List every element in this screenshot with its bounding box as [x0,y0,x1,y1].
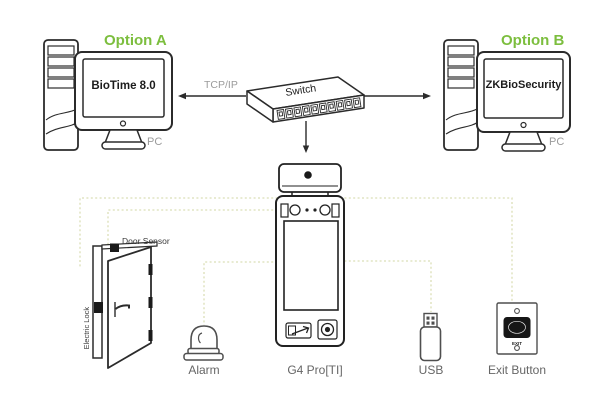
usb-label: USB [418,363,444,377]
wire-usb [340,260,432,312]
wire-lines [79,197,513,325]
wire-door-sensor [107,209,282,245]
exit-text: EXIT [512,341,522,346]
door-handle-icon [114,302,130,317]
switch-label: Switch [285,82,318,99]
wire-door-outer [79,197,282,267]
switch-icon: Switch [246,76,365,123]
tcpip-label: TCP/IP [204,79,238,91]
card-swipe-icon [285,322,312,339]
device-label: G4 Pro[TI] [287,363,343,377]
pc-b-label: PC [549,136,565,148]
arrow-to-pc-b [364,92,431,100]
electric-lock-icon [94,302,103,313]
exit-button-icon: EXIT [496,302,538,355]
arrow-to-pc-a [178,92,246,100]
alarm-label: Alarm [188,363,220,377]
usb-drive-icon [419,312,442,362]
pc-a-label: PC [147,136,163,148]
wire-exit-button [340,197,513,302]
wire-alarm [203,261,282,325]
door-sensor-label: Door Sensor [122,236,170,246]
fingerprint-reader-icon [317,319,338,340]
alarm-icon [183,325,224,361]
option-a-title: Option A [104,32,167,49]
zkbiosecurity-label: ZKBioSecurity [485,79,562,91]
pc-a-icon [43,39,173,151]
door-sensor-icon [110,243,119,252]
option-b-title: Option B [501,32,565,49]
exit-button-label: Exit Button [487,363,547,377]
arrow-to-device [302,121,310,153]
door-icon [92,241,158,369]
biotime-label: BioTime 8.0 [91,80,156,92]
pc-b-icon [443,39,571,152]
electric-lock-label: Electric Lock [81,306,91,350]
g4-pro-device-icon [275,163,345,347]
